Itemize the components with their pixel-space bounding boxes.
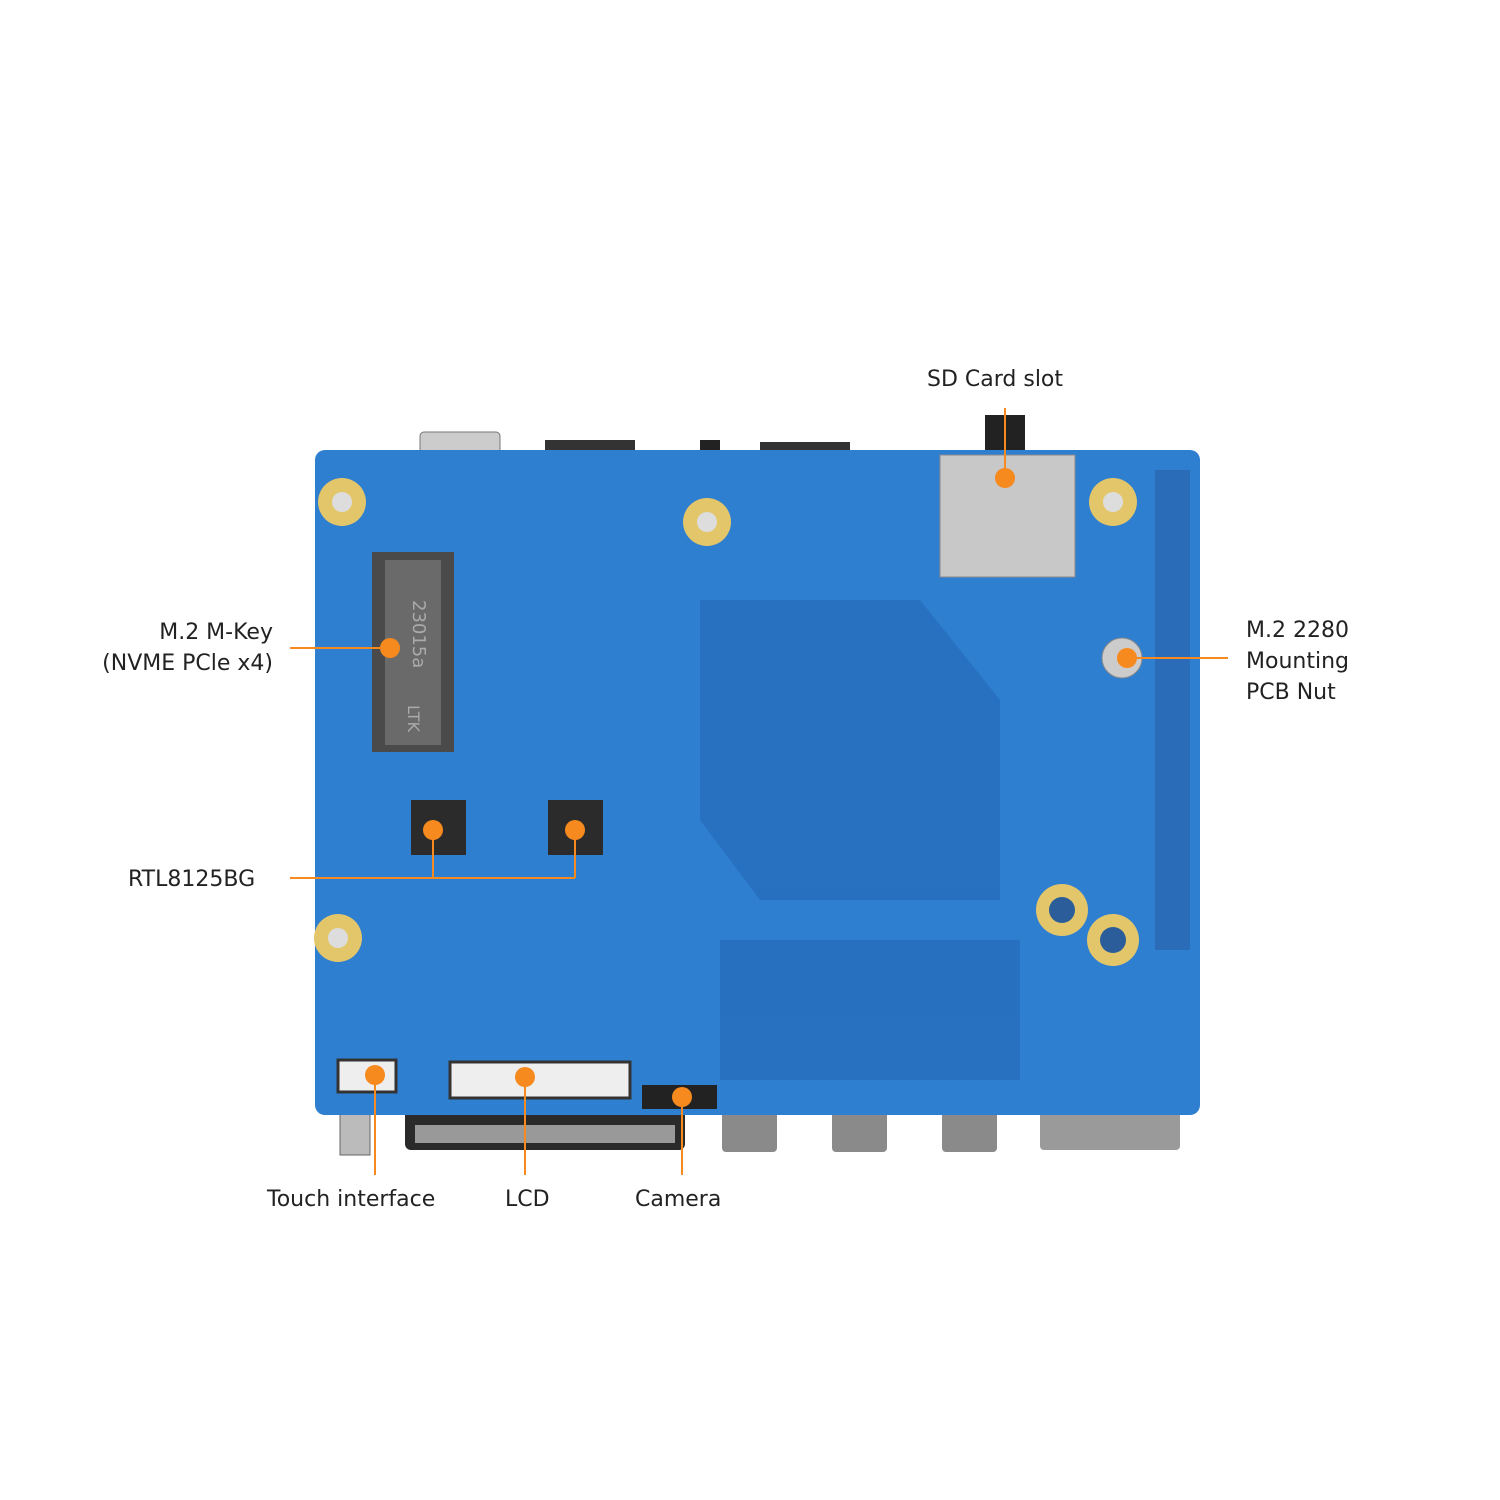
bottom-connectors	[339, 1105, 1180, 1156]
mounting-holes	[314, 478, 1143, 966]
label-rtl8125bg: RTL8125BG	[128, 867, 256, 892]
top-connectors	[419, 415, 1025, 455]
label-pcb-nut-line1: M.2 2280	[1246, 618, 1349, 643]
callout-dot-sd-card	[995, 468, 1015, 488]
m2-slot-marking: 23015a	[408, 600, 429, 668]
label-m2-mkey-line2: (NVME PCle x4)	[102, 651, 273, 676]
m2-slot-brand: LTK	[404, 705, 423, 732]
label-m2-mkey-line1: M.2 M-Key	[159, 620, 273, 645]
label-camera: Camera	[635, 1187, 722, 1212]
callout-dot-rtl-1	[423, 820, 443, 840]
label-m2-mkey: M.2 M-Key (NVME PCle x4)	[102, 617, 273, 679]
pcb-traces	[700, 600, 1020, 1080]
gpio-header	[1155, 470, 1190, 950]
label-pcb-nut-line2: Mounting	[1246, 649, 1349, 674]
callout-dot-lcd	[515, 1067, 535, 1087]
callout-dot-m2	[380, 638, 400, 658]
label-pcb-nut: M.2 2280 Mounting PCB Nut	[1246, 615, 1349, 708]
callout-lines	[290, 408, 1228, 1175]
callout-dot-nut	[1117, 648, 1137, 668]
callout-dot-camera	[672, 1087, 692, 1107]
callout-dot-touch	[365, 1065, 385, 1085]
label-touch-interface: Touch interface	[267, 1187, 436, 1212]
label-pcb-nut-line3: PCB Nut	[1246, 680, 1336, 705]
callout-dot-rtl-2	[565, 820, 585, 840]
label-sd-card-slot: SD Card slot	[927, 367, 1064, 392]
label-lcd: LCD	[505, 1187, 550, 1212]
